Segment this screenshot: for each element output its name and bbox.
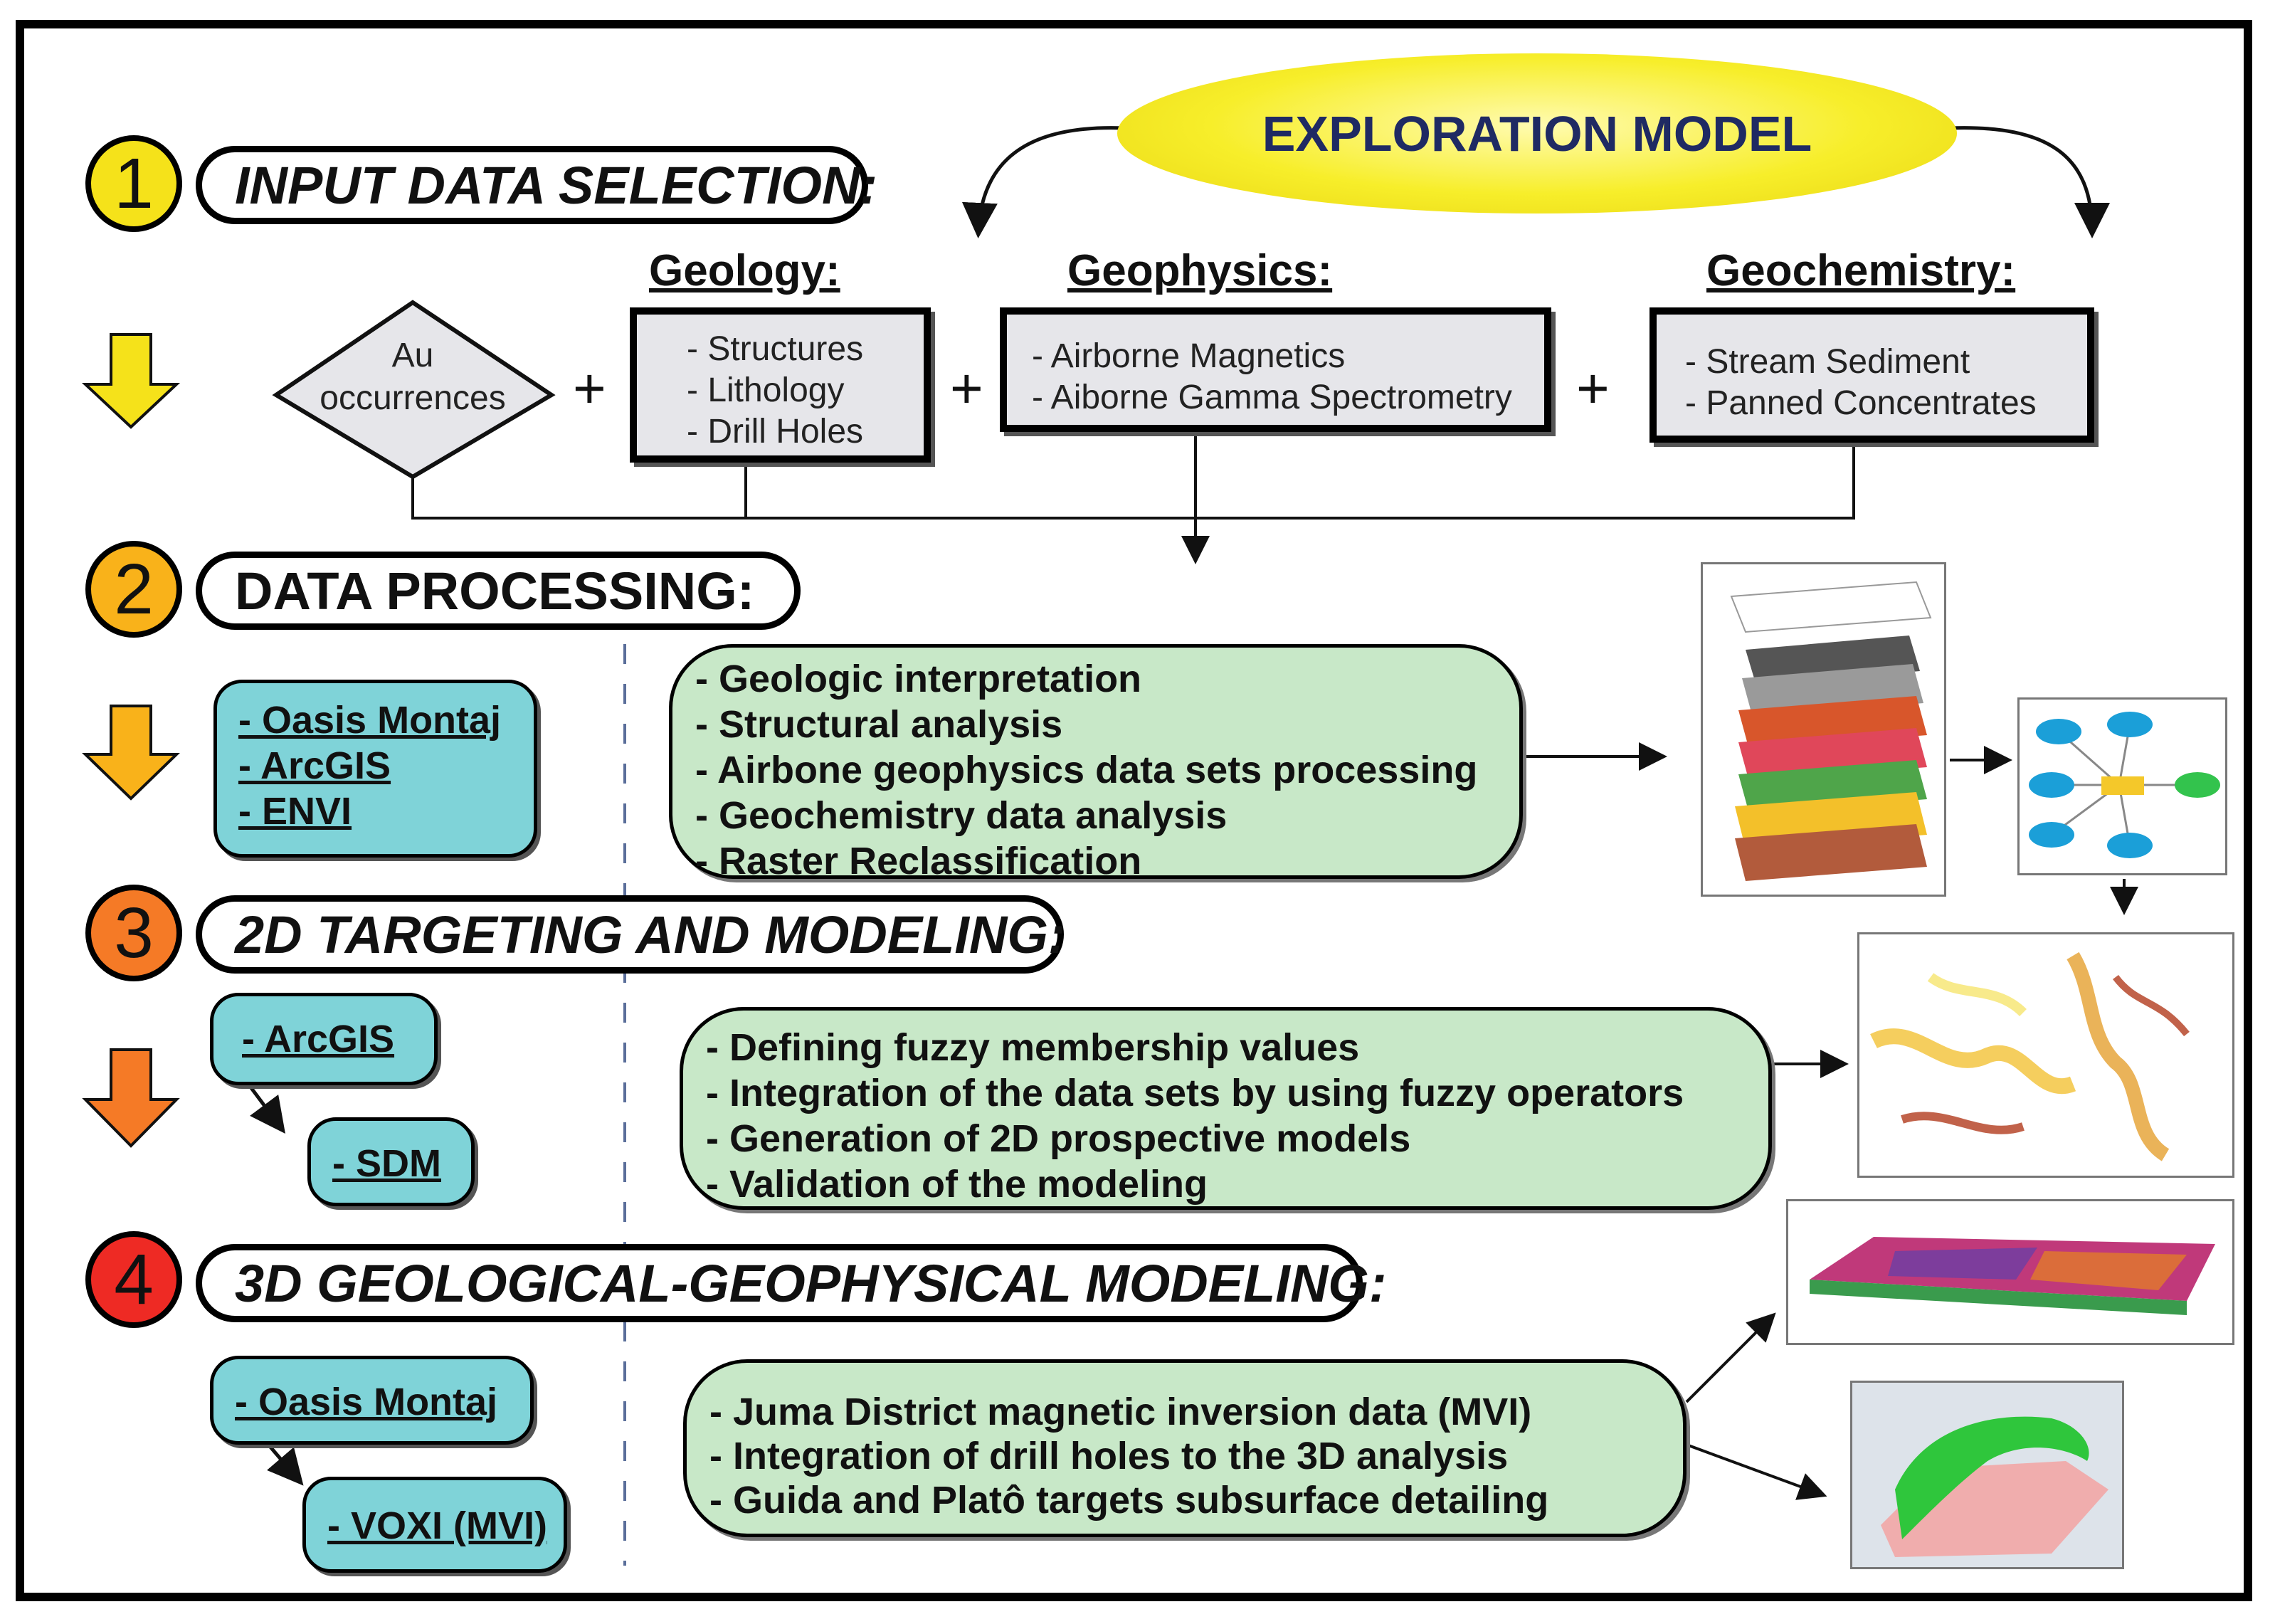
plus-2: + — [950, 357, 983, 420]
step-3-badge: 3 — [85, 885, 182, 981]
geochemistry-box: - Stream Sediment- Panned Concentrates — [1649, 307, 2094, 443]
network-svg — [2029, 712, 2220, 858]
step-4-badge: 4 — [85, 1231, 182, 1328]
geology-box: - Structures- Lithology- Drill Holes — [630, 307, 931, 463]
arcgis-to-sdm-arrow — [243, 1079, 285, 1134]
processing-tasks-box: - Geologic interpretation - Structural a… — [669, 644, 1523, 882]
step-2-title: DATA PROCESSING: — [196, 552, 801, 630]
step2-down-arrow — [82, 705, 180, 801]
sdm-tool-box: - SDM — [307, 1117, 475, 1206]
targeting-tasks-box: - Defining fuzzy membership values - Int… — [680, 1007, 1772, 1210]
3d-to-surface-arrow — [1686, 1443, 1827, 1500]
3d-surface-model-image — [1850, 1381, 2124, 1569]
geophysics-header: Geophysics: — [1067, 246, 1333, 295]
step-3-title: 2D TARGETING AND MODELING: — [196, 895, 1066, 974]
step-1-badge: 1 — [85, 135, 182, 232]
model-arrow-left — [961, 126, 1125, 238]
voxi-mvi-tool-box: - VOXI (MVI) — [302, 1477, 567, 1573]
geophysics-box: - Airborne Magnetics- Aiborne Gamma Spec… — [1000, 307, 1551, 432]
3d-voxel-model-image — [1786, 1199, 2234, 1345]
layer-stack-svg — [1730, 581, 1932, 881]
au-occurrences-diamond — [272, 300, 556, 480]
voxel-svg — [1810, 1237, 2215, 1315]
arcgis-tool-box: - ArcGIS — [210, 993, 438, 1085]
step3-down-arrow — [82, 1048, 180, 1148]
step-2-badge: 2 — [85, 541, 182, 638]
diagram-frame — [16, 20, 2252, 1601]
raster-layer-stack-image — [1701, 562, 1946, 897]
geology-header: Geology: — [649, 246, 840, 295]
exploration-model-ellipse: EXPLORATION MODEL — [1117, 53, 1957, 213]
processing-tools-box: - Oasis Montaj- ArcGIS- ENVI — [213, 680, 537, 858]
3d-to-voxel-arrow — [1685, 1312, 1776, 1403]
prospectivity-map-image — [1857, 932, 2234, 1178]
prospectivity-svg — [1870, 951, 2190, 1161]
geochemistry-header: Geochemistry: — [1706, 246, 2016, 295]
oasis-montaj-3d-tool-box: - Oasis Montaj — [210, 1356, 534, 1445]
exploration-model-label: EXPLORATION MODEL — [1262, 105, 1812, 162]
model-network-image — [2017, 697, 2227, 875]
surface-svg — [1852, 1383, 2122, 1567]
input-collector-line — [411, 445, 1855, 520]
step-4-title: 3D GEOLOGICAL-GEOPHYSICAL MODELING: — [196, 1244, 1387, 1322]
plus-1: + — [573, 357, 606, 420]
step-1-title: INPUT DATA SELECTION: — [196, 146, 877, 224]
step1-down-arrow — [81, 333, 181, 429]
plus-3: + — [1576, 357, 1610, 420]
3d-tasks-box: - Juma District magnetic inversion data … — [683, 1359, 1687, 1537]
model-arrow-right — [1949, 126, 2110, 238]
